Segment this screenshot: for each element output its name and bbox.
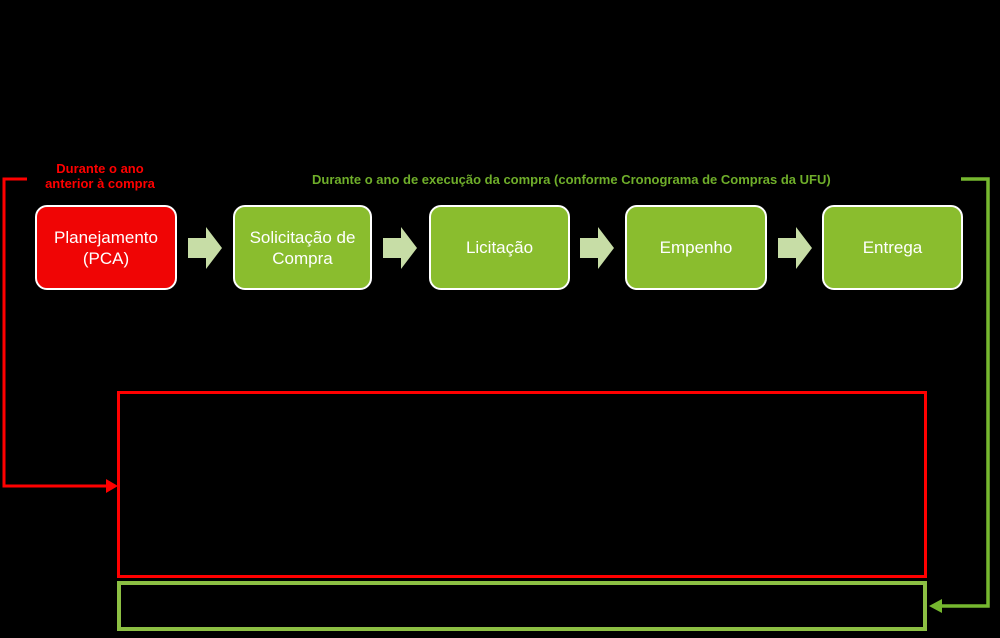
flow-step-entrega: Entrega [822,205,963,290]
flow-step-empenho: Empenho [625,205,767,290]
green-connector-arrowhead-icon [929,599,942,613]
phase-label-before-purchase-line2: anterior à compra [45,176,155,191]
flow-arrow-icon [188,227,222,269]
phase-label-before-purchase: Durante o ano anterior à compra [22,161,178,191]
flow-arrow-icon [778,227,812,269]
flow-step-licitacao: Licitação [429,205,570,290]
green-detail-frame [117,581,927,631]
flow-step-planejamento: Planejamento (PCA) [35,205,177,290]
flow-arrow-icon [383,227,417,269]
phase-label-before-purchase-line1: Durante o ano [56,161,144,176]
flow-arrow-icon [580,227,614,269]
red-detail-frame [117,391,927,578]
flow-step-solicitacao: Solicitação de Compra [233,205,372,290]
phase-label-execution-year: Durante o ano de execução da compra (con… [312,172,831,187]
